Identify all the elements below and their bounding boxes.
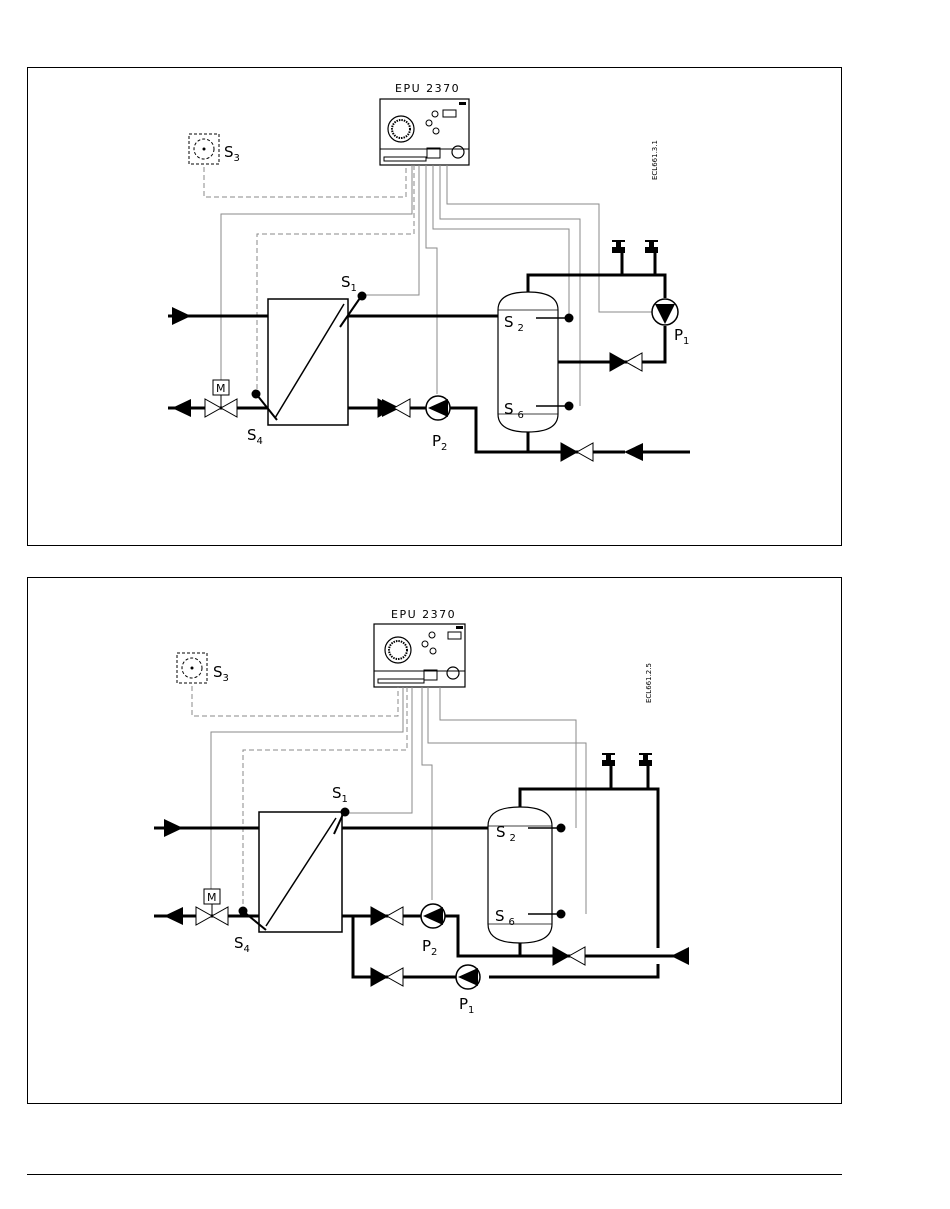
label-s4: S4 — [234, 934, 250, 955]
label-s3: S3 — [224, 143, 240, 164]
footer-rule — [27, 1174, 842, 1175]
valve-circulation — [610, 353, 642, 371]
valve-return — [378, 399, 410, 417]
arrow-supply-in — [164, 819, 183, 837]
diagram-panel-1: EPU 2370 ECL661.3.1 S3 — [27, 67, 842, 546]
pump-p2 — [426, 396, 450, 420]
controller-title: EPU 2370 — [395, 82, 460, 95]
sensor-s2 — [565, 314, 574, 323]
label-p2: P2 — [432, 432, 447, 453]
sensor-s1 — [358, 292, 367, 301]
valve-branch-lower — [371, 968, 403, 986]
heat-exchanger — [268, 299, 348, 425]
label-p1: P1 — [459, 995, 474, 1016]
room-sensor-s3 — [177, 653, 207, 683]
tap-icon — [602, 753, 615, 766]
drawing-code: ECL661.2.5 — [645, 663, 653, 703]
sensor-s6 — [565, 402, 574, 411]
pump-p1 — [456, 965, 480, 989]
label-s1: S1 — [332, 784, 348, 805]
pump-p2 — [421, 904, 445, 928]
motor-label: M — [207, 891, 217, 904]
sensor-s4 — [239, 907, 248, 916]
epu-controller — [374, 624, 465, 687]
epu-controller — [380, 99, 469, 165]
sensor-s1 — [341, 808, 350, 817]
room-sensor-s3 — [189, 134, 219, 164]
hydraulic-diagram-2: EPU 2370 ECL661.2.5 S3 — [28, 578, 843, 1105]
pipes — [168, 253, 690, 452]
arrow-return-out — [164, 907, 183, 925]
tap-icon — [612, 240, 625, 253]
label-p1: P1 — [674, 326, 689, 347]
label-p2: P2 — [422, 937, 437, 958]
label-s3: S3 — [213, 663, 229, 684]
heat-exchanger — [259, 812, 342, 932]
pipes — [154, 766, 680, 977]
hydraulic-diagram-1: EPU 2370 ECL661.3.1 S3 — [28, 68, 843, 547]
drawing-code: ECL661.3.1 — [651, 140, 659, 180]
motor-label: M — [216, 382, 226, 395]
label-s1: S1 — [341, 273, 357, 294]
diagram-panel-2: EPU 2370 ECL661.2.5 S3 — [27, 577, 842, 1104]
arrow-return-out — [172, 399, 191, 417]
valve-cold-water — [553, 947, 585, 965]
arrow-cold-water-in — [671, 947, 689, 965]
arrow-supply-in — [172, 307, 191, 325]
valve-branch-upper — [371, 907, 403, 925]
tap-icon — [639, 753, 652, 766]
sensor-s6 — [557, 910, 566, 919]
controller-title: EPU 2370 — [391, 608, 456, 621]
valve-cold-water — [561, 443, 593, 461]
tap-icon — [645, 240, 658, 253]
pump-p1 — [652, 299, 678, 325]
label-s4: S4 — [247, 426, 263, 447]
sensor-s2 — [557, 824, 566, 833]
sensor-s4 — [252, 390, 261, 399]
